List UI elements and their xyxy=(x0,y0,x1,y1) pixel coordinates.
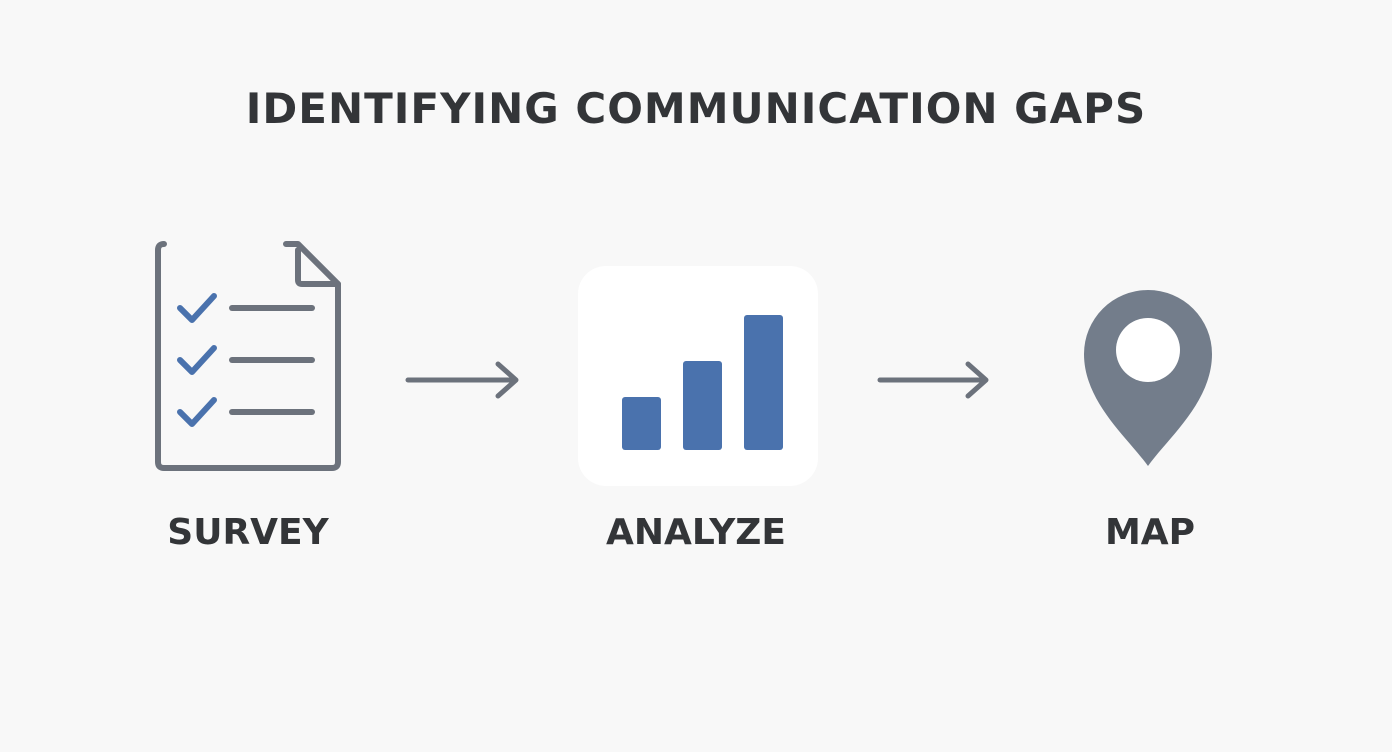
checkmark-1 xyxy=(177,293,217,323)
checklist-document-icon xyxy=(155,241,341,471)
checkmark-2 xyxy=(177,345,217,375)
arrow-right-icon xyxy=(877,361,989,399)
chart-bar-3 xyxy=(744,315,783,450)
arrow-right-icon xyxy=(405,361,519,399)
document-outline xyxy=(155,241,341,471)
document-folded-corner xyxy=(283,241,341,287)
bar-chart-icon xyxy=(578,266,818,486)
chart-bar-1 xyxy=(622,397,661,450)
checkmark-3 xyxy=(177,397,217,427)
step-label-survey: SURVEY xyxy=(167,512,329,553)
step-label-map: MAP xyxy=(1104,512,1196,553)
map-pin-hole xyxy=(1116,318,1180,382)
step-label-analyze: ANALYZE xyxy=(606,512,786,553)
map-pin-icon xyxy=(1084,290,1212,466)
chart-bar-2 xyxy=(683,361,722,450)
diagram-title: IDENTIFYING COMMUNICATION GAPS xyxy=(245,84,1147,133)
